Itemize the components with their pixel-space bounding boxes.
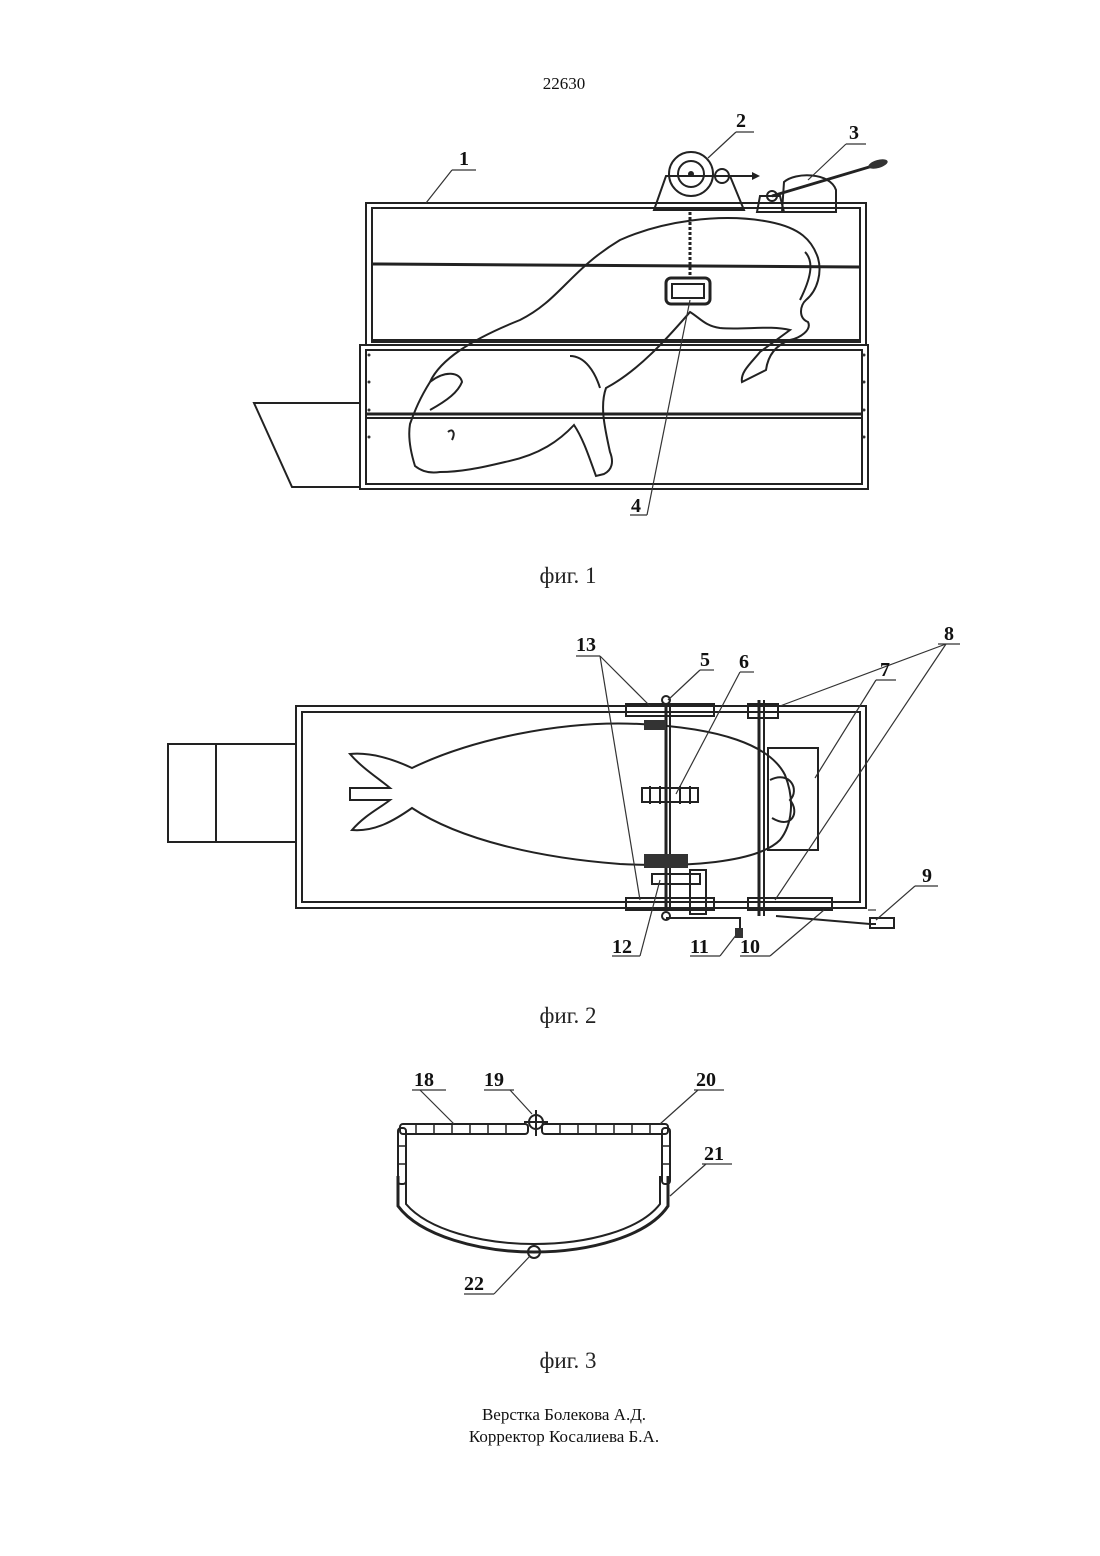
label-19: 19	[484, 1069, 504, 1091]
footer: Верстка Болекова А.Д. Корректор Косалиев…	[0, 1404, 1100, 1448]
figure-3-drawing: 18 19 20 21 22	[0, 0, 1100, 1330]
figure-3-caption: фиг. 3	[0, 1348, 1100, 1374]
label-18: 18	[414, 1069, 434, 1091]
label-21: 21	[704, 1143, 724, 1165]
label-22: 22	[464, 1273, 484, 1295]
footer-layout-by: Верстка Болекова А.Д.	[0, 1404, 1100, 1426]
label-20: 20	[696, 1069, 716, 1091]
cradle-21	[398, 1176, 668, 1252]
footer-corrector: Корректор Косалиева Б.А.	[0, 1426, 1100, 1448]
